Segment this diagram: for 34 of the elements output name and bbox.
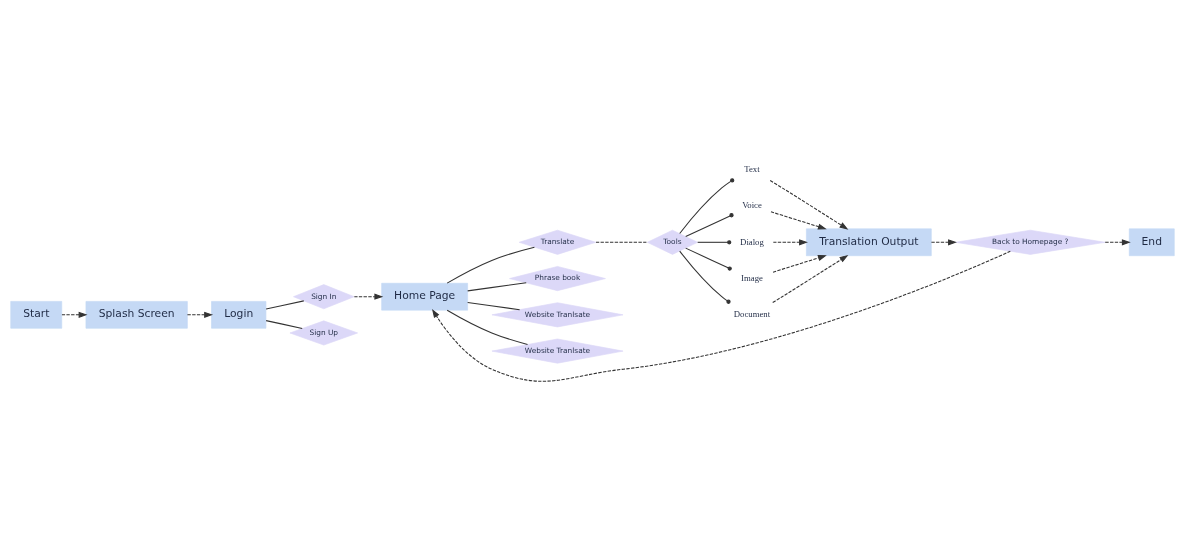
node-text: Image [741,272,763,283]
connector [265,300,305,310]
arrow [1104,239,1131,246]
arrow [770,211,827,230]
arrow [432,250,1011,382]
node-box: Home Page [381,282,468,311]
node-text: Document [733,309,771,320]
node-box: Splash Screen [85,301,188,329]
connector [467,302,521,311]
node-text: Dialog [740,236,764,247]
node-box: End [1128,228,1175,257]
connector [679,178,735,234]
arrow [186,311,214,318]
arrow [930,239,957,246]
arrow [772,239,808,246]
connector [467,282,527,292]
node-box: Login [211,301,267,329]
arrow [772,254,849,304]
connector [446,246,535,284]
node-box: Start [10,301,63,329]
connector [685,213,734,237]
connector [446,309,529,345]
node-text: Voice [742,200,762,211]
arrow [769,179,849,230]
arrow [61,311,88,318]
node-text: Text [744,164,760,175]
connector [697,240,732,245]
node-box: Translation Output [806,228,932,257]
arrow [772,255,827,273]
connector [265,320,303,329]
arrow [353,293,384,300]
connector [685,247,732,271]
connector [679,250,731,304]
connector [595,241,648,243]
